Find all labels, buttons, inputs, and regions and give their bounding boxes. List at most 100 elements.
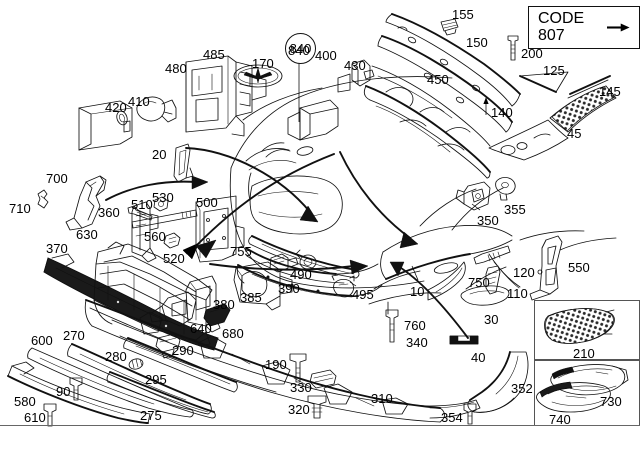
part-number-400: 400: [315, 48, 337, 63]
part-700-bracket: [65, 175, 107, 231]
part-640-bracket: [149, 291, 197, 327]
part-125-wedge: [519, 71, 569, 93]
part-number-354: 354: [441, 410, 463, 425]
part-290-clip: [155, 333, 181, 359]
part-number-430: 430: [344, 58, 366, 73]
part-360-bracket: [131, 201, 159, 263]
part-20-bracket: [173, 143, 194, 183]
part-number-40: 40: [471, 350, 486, 365]
part-40-clip: [449, 335, 479, 345]
part-number-500: 500: [196, 195, 218, 210]
part-390-clip: [269, 253, 299, 273]
part-560-long-screw: [131, 209, 198, 229]
part-number-355: 355: [504, 202, 526, 217]
part-number-420: 420: [105, 100, 127, 115]
part-680-bracket: [203, 303, 231, 327]
part-number-150: 150: [466, 35, 488, 50]
part-number-410: 410: [128, 94, 150, 109]
part-number-330: 330: [290, 380, 312, 395]
leader-lines: [349, 203, 481, 287]
part-610-screw: [43, 403, 57, 427]
inset-part-730-lamp: [550, 364, 629, 396]
part-number-30: 30: [484, 312, 499, 327]
part-number-190: 190: [265, 357, 287, 372]
assembly-arrows: [105, 147, 469, 339]
code-badge-text: CODE 807: [538, 10, 585, 44]
part-number-270: 270: [63, 328, 85, 343]
part-number-210: 210: [573, 346, 595, 361]
callout-circle-label: 840: [289, 41, 312, 56]
part-number-485: 485: [203, 47, 225, 62]
part-number-755: 755: [230, 244, 252, 259]
part-270-trim: [67, 343, 212, 415]
part-number-295: 295: [145, 372, 167, 387]
part-number-610: 610: [24, 410, 46, 425]
inset-part-740-lamp: [536, 381, 611, 413]
part-385-bracket: [233, 261, 293, 311]
part-30-cap: [460, 285, 510, 306]
part-580-trim: [7, 361, 151, 424]
part-number-600: 600: [31, 333, 53, 348]
part-354-screw: [463, 403, 477, 425]
part-number-520: 520: [163, 251, 185, 266]
part-number-380: 380: [213, 297, 235, 312]
part-number-90: 90: [56, 384, 71, 399]
part-number-350: 350: [477, 213, 499, 228]
part-520-nut: [163, 232, 181, 249]
part-number-760: 760: [404, 318, 426, 333]
part-number-640: 640: [190, 321, 212, 336]
part-number-550: 550: [568, 260, 590, 275]
part-340-bolt: [385, 309, 399, 343]
part-number-200: 200: [521, 46, 543, 61]
part-485-bracket: [185, 55, 267, 137]
part-number-450: 450: [427, 72, 449, 87]
part-495-clip: [331, 274, 355, 298]
part-280-trim: [123, 337, 238, 393]
part-320-screw: [307, 395, 327, 419]
part-330-clip: [309, 369, 337, 389]
part-number-390: 390: [278, 281, 300, 296]
part-number-110: 110: [507, 286, 528, 301]
bumper-cover-main: [229, 76, 617, 305]
part-755-trim: [248, 235, 360, 279]
part-number-125: 125: [543, 63, 565, 78]
part-number-700: 700: [46, 171, 68, 186]
part-number-480: 480: [165, 61, 187, 76]
part-number-560: 560: [144, 229, 166, 244]
part-number-580: 580: [14, 394, 36, 409]
part-370-impact-bar: [43, 253, 219, 351]
part-number-510: 510: [131, 197, 153, 212]
part-number-275: 275: [140, 408, 162, 423]
part-420-grommet: [116, 110, 128, 126]
part-number-730: 730: [600, 394, 622, 409]
part-number-140: 140: [491, 105, 513, 120]
part-490-clip: [295, 249, 317, 270]
part-number-120: 120: [513, 265, 535, 280]
part-550-bracket: [529, 235, 563, 301]
part-number-170: 170: [252, 56, 274, 71]
part-number-352: 352: [511, 381, 533, 396]
part-155-clip: [440, 18, 459, 36]
part-number-530: 530: [152, 190, 174, 205]
part-number-280: 280: [105, 349, 127, 364]
part-number-370: 370: [46, 241, 68, 256]
part-number-385: 385: [240, 290, 262, 305]
part-number-155: 155: [452, 7, 474, 22]
part-170-star-emblem: [233, 64, 283, 88]
code-badge: CODE 807: [528, 6, 640, 49]
part-number-360: 360: [98, 205, 120, 220]
right-arrow-icon: [607, 22, 630, 32]
inset-part-210-grille: [544, 308, 615, 344]
part-number-45: 45: [567, 126, 582, 141]
part-number-710: 710: [9, 201, 31, 216]
part-400-housing: [287, 99, 339, 141]
part-number-680: 680: [222, 326, 244, 341]
part-120-screw: [473, 245, 511, 265]
part-480-module: [78, 100, 133, 151]
part-number-10: 10: [410, 284, 425, 299]
part-number-750: 750: [468, 275, 490, 290]
part-number-145: 145: [599, 84, 621, 99]
part-430-connector: [337, 59, 375, 93]
